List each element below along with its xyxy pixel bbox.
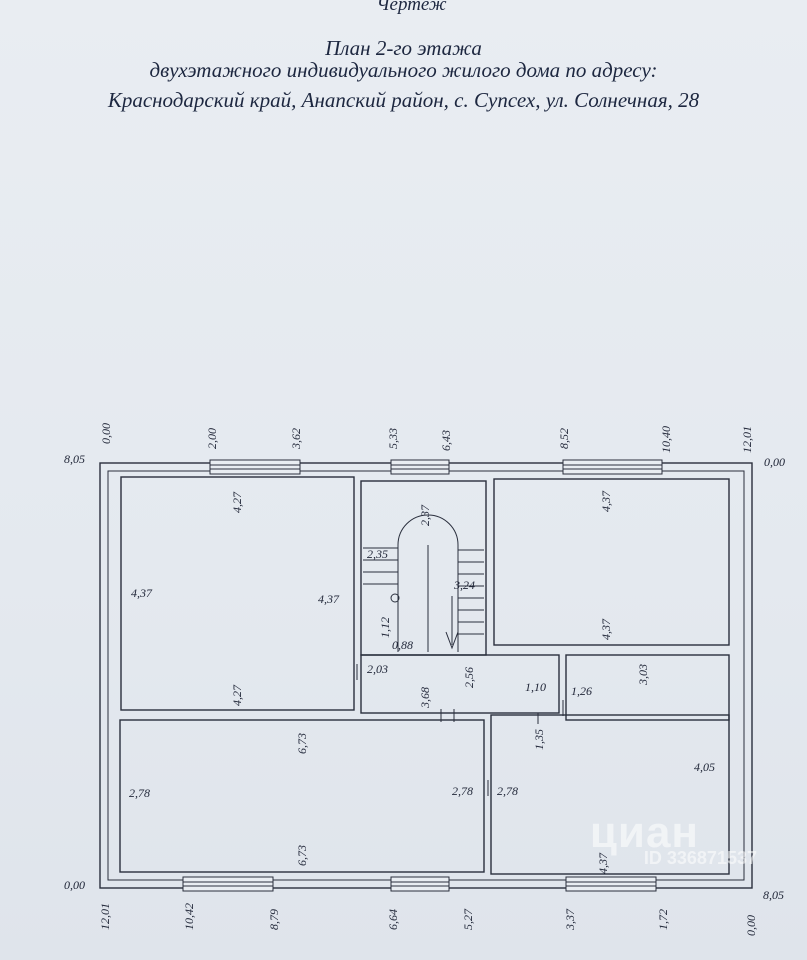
dim-bl-bottom: 6,73 [295,845,309,866]
plan-address: Краснодарский край, Анапский район, с. С… [107,88,700,112]
corridor [360,654,560,714]
axis-bottom-4: 5,27 [461,909,475,930]
dim-stair-landing-a: 1,12 [378,617,392,638]
dim-stair-top: 2,37 [418,505,432,526]
document-label: Чертеж [376,0,447,15]
axis-left-bottom: 0,00 [64,878,85,892]
dim-tl-right: 4,37 [318,592,339,606]
window-bottom-1 [182,876,274,892]
axis-bottom-3: 6,64 [386,909,400,930]
dim-stair-flight: 3,24 [454,578,475,592]
dim-bl-right: 2,78 [452,784,473,798]
axis-top-0: 0,00 [99,423,113,444]
dim-tl-top: 4,27 [230,492,244,513]
axis-left-top: 8,05 [64,452,85,466]
axis-top-4: 6,43 [439,430,453,451]
axis-top-2: 3,62 [289,428,303,449]
axis-bottom-6: 1,72 [656,909,670,930]
dim-br-right: 4,05 [694,760,715,774]
axis-top-6: 10,40 [659,426,673,453]
dim-corridor-right-width: 1,10 [525,680,546,694]
room-top-left [120,476,355,711]
dim-corridor-height: 3,68 [418,687,432,708]
axis-bottom-2: 8,79 [267,909,281,930]
watermark-brand: циан [589,808,699,857]
watermark-id: ID 336871537 [643,848,757,868]
dim-tr-bottom: 4,37 [599,619,613,640]
dim-corridor-right: 2,56 [462,667,476,688]
room-bottom-right [490,714,730,875]
dim-stair-left: 2,35 [367,547,388,561]
axis-bottom-7: 0,00 [744,915,758,936]
window-top-2 [390,459,450,475]
dim-tl-left: 4,37 [131,586,152,600]
axis-top-1: 2,00 [205,428,219,449]
room-bottom-left [119,719,485,873]
window-bottom-2 [390,876,450,892]
dim-bl-top: 6,73 [295,733,309,754]
dim-bl-left: 2,78 [129,786,150,800]
axis-bottom-5: 3,37 [563,909,577,930]
staircase [363,514,484,652]
axis-top-3: 5,33 [386,428,400,449]
axis-right-bottom: 8,05 [763,888,784,902]
dim-tr-top: 4,37 [599,491,613,512]
dim-stair-landing-b: 0,88 [392,638,413,652]
dim-br-door: 1,35 [532,729,546,750]
axis-right-top: 0,00 [764,455,785,469]
axis-top-7: 12,01 [740,426,754,453]
window-top-1 [209,459,301,475]
axis-bottom-1: 10,42 [182,903,196,930]
axis-top-5: 8,52 [557,428,571,449]
room-top-right [493,478,730,646]
window-top-3 [562,459,663,475]
dim-bath-width: 1,26 [571,684,592,698]
dim-corridor-left: 2,03 [367,662,388,676]
dim-br-left: 2,78 [497,784,518,798]
plan-title: План 2-го этажа [325,36,482,60]
axis-bottom-0: 12,01 [98,903,112,930]
window-bottom-3 [565,876,657,892]
dim-tl-bottom: 4,27 [230,685,244,706]
bathroom [565,654,730,721]
dim-bath-height: 3,03 [636,664,650,685]
plan-subtitle: двухэтажного индивидуального жилого дома… [149,58,658,82]
